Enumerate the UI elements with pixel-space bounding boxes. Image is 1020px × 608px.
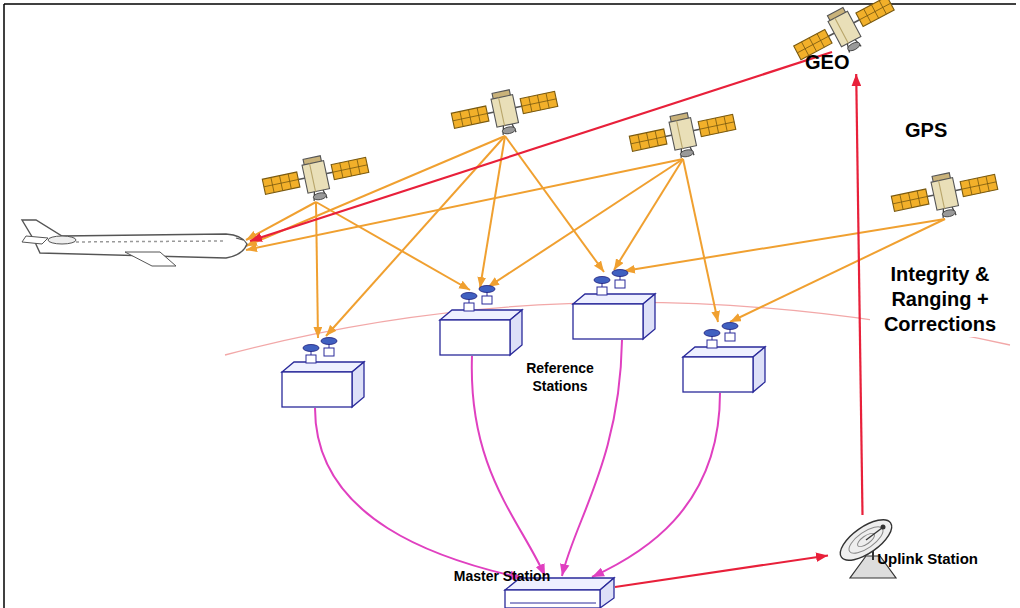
uplink-dish [834, 512, 898, 578]
geo-broadcast [250, 52, 832, 241]
data-links [315, 340, 720, 578]
station-node: Uplink Station [828, 515, 978, 605]
reference-station [282, 338, 364, 408]
signal-note: Integrity & Ranging + Corrections [870, 262, 1010, 337]
node-label: Uplink Station [877, 550, 978, 568]
uplink-connector [856, 74, 862, 515]
node-label: GPS [905, 118, 947, 142]
gps-satellite [260, 147, 372, 211]
satellite-node: GPS [895, 112, 1010, 237]
geo-satellite [789, 0, 902, 74]
group-label: Reference Stations [515, 360, 605, 395]
reference-station [440, 286, 522, 356]
station-node: Master Station [385, 568, 615, 606]
node-label: GEO [805, 50, 849, 74]
frame-line [3, 4, 5, 608]
node-label: Master Station [454, 568, 550, 585]
reference-station [573, 270, 655, 340]
frame-line [4, 3, 1016, 5]
gps-satellite [449, 81, 561, 145]
gps-satellite [889, 164, 1001, 228]
satellite-node: GEO [805, 6, 965, 74]
aircraft [22, 220, 247, 266]
gps-satellite [627, 104, 739, 168]
reference-station [683, 323, 765, 393]
gps-signals [246, 136, 945, 338]
uplink-connector [615, 556, 828, 588]
